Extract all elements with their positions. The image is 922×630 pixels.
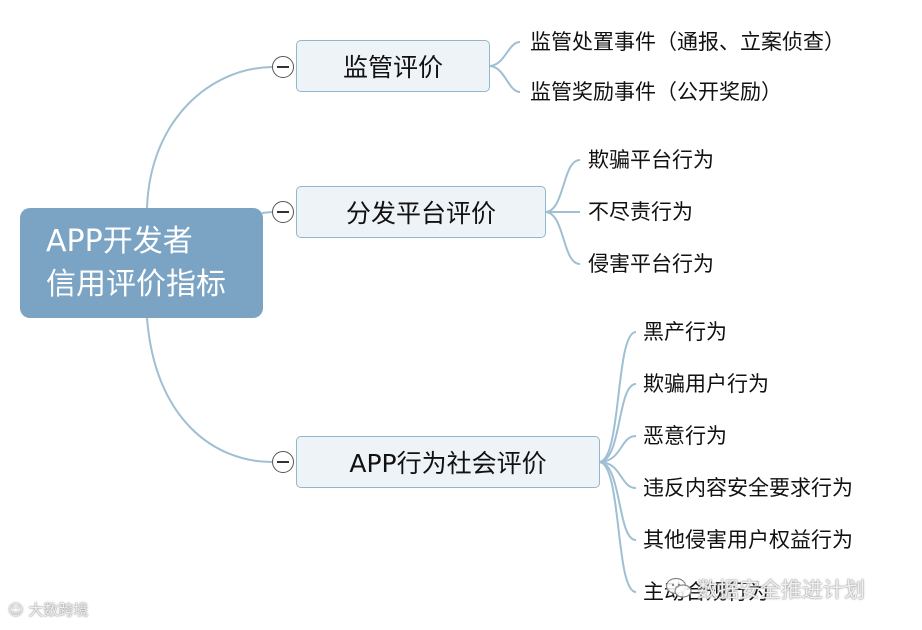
leaf-b2-2[interactable]: 不尽责行为 <box>588 200 693 224</box>
leaf-b3-3[interactable]: 恶意行为 <box>643 424 727 448</box>
connector-b3-leaf-6 <box>598 461 637 593</box>
connector-b1-leaf-1 <box>488 41 521 67</box>
branch-node-3[interactable]: APP行为社会评价 <box>296 436 600 488</box>
collapse-toggle-branch-1[interactable] <box>272 56 294 78</box>
leaf-b3-1[interactable]: 黑产行为 <box>643 320 727 344</box>
collapse-toggle-branch-2[interactable] <box>272 201 294 223</box>
leaf-b2-3[interactable]: 侵害平台行为 <box>588 252 714 276</box>
leaf-b2-1[interactable]: 欺骗平台行为 <box>588 148 714 172</box>
leaf-b3-4[interactable]: 违反内容安全要求行为 <box>643 476 853 500</box>
watermark-logo-icon: ☺ <box>8 601 29 619</box>
collapse-toggle-branch-3[interactable] <box>272 451 294 473</box>
connector-b2-leaf-3 <box>544 211 581 265</box>
leaf-b1-1[interactable]: 监管处置事件（通报、立案侦查） <box>530 30 845 54</box>
leaf-b3-2[interactable]: 欺骗用户行为 <box>643 372 769 396</box>
connector-b2-leaf-1 <box>544 159 581 213</box>
leaf-b1-2[interactable]: 监管奖励事件（公开奖励） <box>530 80 782 104</box>
connector-root-branch-2 <box>261 211 273 214</box>
branch-node-1[interactable]: 监管评价 <box>296 40 490 92</box>
watermark-left: ☺ 大数跨境 <box>8 599 88 620</box>
connector-b1-leaf-2 <box>488 65 521 93</box>
root-node[interactable]: APP开发者 信用评价指标 <box>20 208 263 318</box>
branch-node-2[interactable]: 分发平台评价 <box>296 186 546 238</box>
connector-root-branch-3 <box>146 317 273 463</box>
leaf-b3-6[interactable]: 主动合规行为 <box>643 580 769 604</box>
connector-root-branch-1 <box>146 66 273 209</box>
connector-b3-leaf-1 <box>598 331 637 463</box>
root-line-2: 信用评价指标 <box>46 267 226 302</box>
connector-b3-leaf-3 <box>598 435 637 463</box>
wechat-icon <box>665 577 692 598</box>
watermark-left-text: 大数跨境 <box>28 601 89 619</box>
watermark-right: 数据安全推进计划 <box>697 578 865 602</box>
leaf-b3-5[interactable]: 其他侵害用户权益行为 <box>643 528 853 552</box>
connector-b3-leaf-2 <box>598 383 637 463</box>
root-line-1: APP开发者 <box>46 224 193 259</box>
